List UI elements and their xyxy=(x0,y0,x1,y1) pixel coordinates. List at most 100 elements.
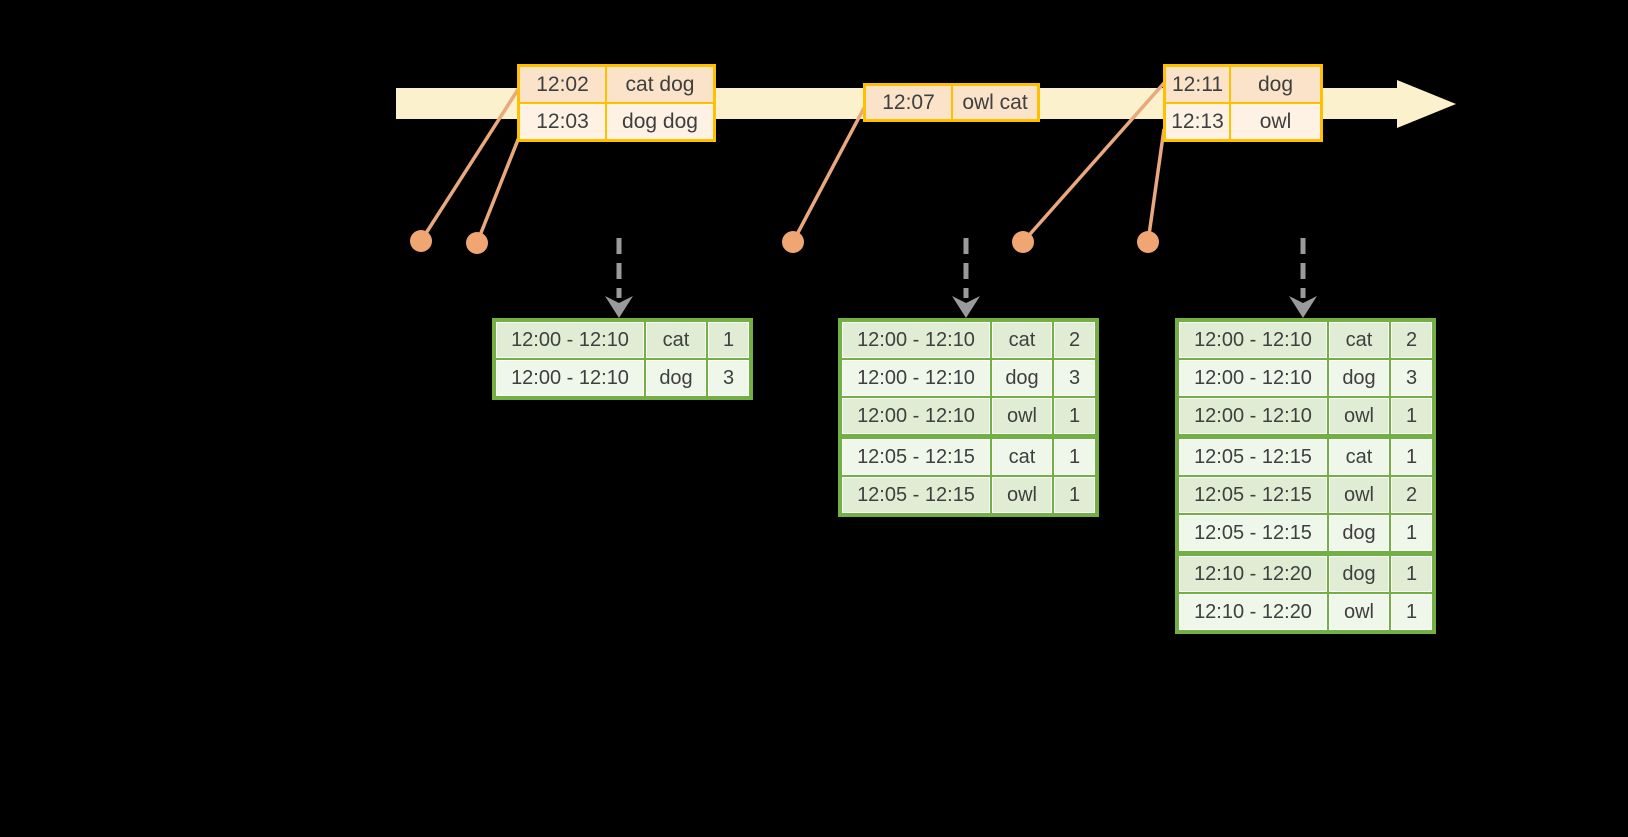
event-time-cell: 12:02 xyxy=(520,67,605,102)
word-cell: cat xyxy=(646,322,706,358)
event-time-cell: 12:07 xyxy=(866,86,951,119)
event-table-1: 12:02 cat dog 12:03 dog dog xyxy=(517,64,716,142)
connector-line xyxy=(475,126,525,244)
count-cell: 1 xyxy=(708,322,749,358)
arrowhead-icon xyxy=(1289,296,1317,318)
count-cell: 1 xyxy=(1054,398,1095,434)
count-cell: 2 xyxy=(1391,477,1432,513)
result-row: 12:00 - 12:10 cat 1 xyxy=(496,322,749,358)
event-table-2: 12:07 owl cat xyxy=(863,83,1040,122)
count-cell: 1 xyxy=(1391,439,1432,475)
count-cell: 1 xyxy=(1391,594,1432,630)
count-cell: 1 xyxy=(1391,515,1432,551)
window-cell: 12:00 - 12:10 xyxy=(496,360,644,396)
event-words-cell: dog xyxy=(1231,67,1320,102)
window-cell: 12:00 - 12:10 xyxy=(842,322,990,358)
event-row: 12:07 owl cat xyxy=(866,86,1037,119)
event-time-cell: 12:03 xyxy=(520,104,605,139)
window-cell: 12:00 - 12:10 xyxy=(842,398,990,434)
result-row: 12:00 - 12:10 dog 3 xyxy=(842,360,1095,396)
result-row: 12:00 - 12:10 dog 3 xyxy=(496,360,749,396)
word-cell: cat xyxy=(992,439,1052,475)
word-cell: owl xyxy=(1329,594,1389,630)
trigger-arrowheads xyxy=(605,296,1317,318)
event-dot xyxy=(1012,231,1034,253)
result-row: 12:00 - 12:10 owl 1 xyxy=(842,398,1095,434)
event-dots xyxy=(410,230,1159,254)
connector-line xyxy=(791,107,866,243)
word-cell: cat xyxy=(1329,322,1389,358)
word-cell: cat xyxy=(1329,439,1389,475)
result-row: 12:05 - 12:15 owl 1 xyxy=(842,477,1095,513)
event-dot xyxy=(410,230,432,252)
event-table-3: 12:11 dog 12:13 owl xyxy=(1163,64,1323,142)
word-cell: owl xyxy=(992,398,1052,434)
result-row: 12:05 - 12:15 cat 1 xyxy=(1179,439,1432,475)
word-cell: dog xyxy=(1329,515,1389,551)
result-row: 12:00 - 12:10 cat 2 xyxy=(1179,322,1432,358)
window-cell: 12:05 - 12:15 xyxy=(1179,477,1327,513)
count-cell: 1 xyxy=(1054,439,1095,475)
event-row: 12:03 dog dog xyxy=(520,104,713,139)
word-cell: dog xyxy=(1329,556,1389,592)
event-row: 12:13 owl xyxy=(1166,104,1320,139)
window-cell: 12:00 - 12:10 xyxy=(1179,398,1327,434)
result-row: 12:05 - 12:15 owl 2 xyxy=(1179,477,1432,513)
count-cell: 2 xyxy=(1391,322,1432,358)
count-cell: 1 xyxy=(1391,398,1432,434)
result-row: 12:10 - 12:20 dog 1 xyxy=(1179,556,1432,592)
result-row: 12:00 - 12:10 dog 3 xyxy=(1179,360,1432,396)
count-cell: 3 xyxy=(1054,360,1095,396)
result-row: 12:00 - 12:10 cat 2 xyxy=(842,322,1095,358)
connector-lines xyxy=(419,81,1166,244)
result-row: 12:10 - 12:20 owl 1 xyxy=(1179,594,1432,630)
connector-line xyxy=(419,87,521,242)
count-cell: 2 xyxy=(1054,322,1095,358)
window-cell: 12:00 - 12:10 xyxy=(496,322,644,358)
connector-line xyxy=(1021,81,1166,244)
event-dot xyxy=(466,232,488,254)
window-cell: 12:05 - 12:15 xyxy=(1179,439,1327,475)
word-cell: owl xyxy=(1329,477,1389,513)
arrowhead-icon xyxy=(952,296,980,318)
result-row: 12:05 - 12:15 dog 1 xyxy=(1179,515,1432,551)
word-cell: dog xyxy=(1329,360,1389,396)
window-cell: 12:10 - 12:20 xyxy=(1179,556,1327,592)
event-row: 12:02 cat dog xyxy=(520,67,713,102)
window-cell: 12:00 - 12:10 xyxy=(1179,322,1327,358)
window-cell: 12:10 - 12:20 xyxy=(1179,594,1327,630)
result-table-2: 12:00 - 12:10 cat 2 12:00 - 12:10 dog 3 … xyxy=(838,318,1099,517)
count-cell: 3 xyxy=(708,360,749,396)
event-words-cell: owl xyxy=(1231,104,1320,139)
word-cell: dog xyxy=(992,360,1052,396)
event-words-cell: cat dog xyxy=(607,67,713,102)
result-row: 12:00 - 12:10 owl 1 xyxy=(1179,398,1432,434)
count-cell: 3 xyxy=(1391,360,1432,396)
window-cell: 12:05 - 12:15 xyxy=(842,477,990,513)
window-cell: 12:00 - 12:10 xyxy=(1179,360,1327,396)
result-table-3: 12:00 - 12:10 cat 2 12:00 - 12:10 dog 3 … xyxy=(1175,318,1436,634)
event-words-cell: dog dog xyxy=(607,104,713,139)
event-words-cell: owl cat xyxy=(953,86,1037,119)
trigger-arrows xyxy=(616,238,1306,298)
event-time-cell: 12:11 xyxy=(1166,67,1229,102)
event-dot xyxy=(1137,231,1159,253)
event-time-cell: 12:13 xyxy=(1166,104,1229,139)
word-cell: dog xyxy=(646,360,706,396)
window-cell: 12:05 - 12:15 xyxy=(1179,515,1327,551)
arrowhead-icon xyxy=(605,296,633,318)
result-row: 12:05 - 12:15 cat 1 xyxy=(842,439,1095,475)
word-cell: cat xyxy=(992,322,1052,358)
window-cell: 12:00 - 12:10 xyxy=(842,360,990,396)
word-cell: owl xyxy=(992,477,1052,513)
result-table-1: 12:00 - 12:10 cat 1 12:00 - 12:10 dog 3 xyxy=(492,318,753,400)
timeline-arrowhead-icon xyxy=(1397,80,1456,128)
connector-line xyxy=(1146,128,1166,243)
count-cell: 1 xyxy=(1054,477,1095,513)
window-cell: 12:05 - 12:15 xyxy=(842,439,990,475)
event-dot xyxy=(782,231,804,253)
event-row: 12:11 dog xyxy=(1166,67,1320,102)
count-cell: 1 xyxy=(1391,556,1432,592)
